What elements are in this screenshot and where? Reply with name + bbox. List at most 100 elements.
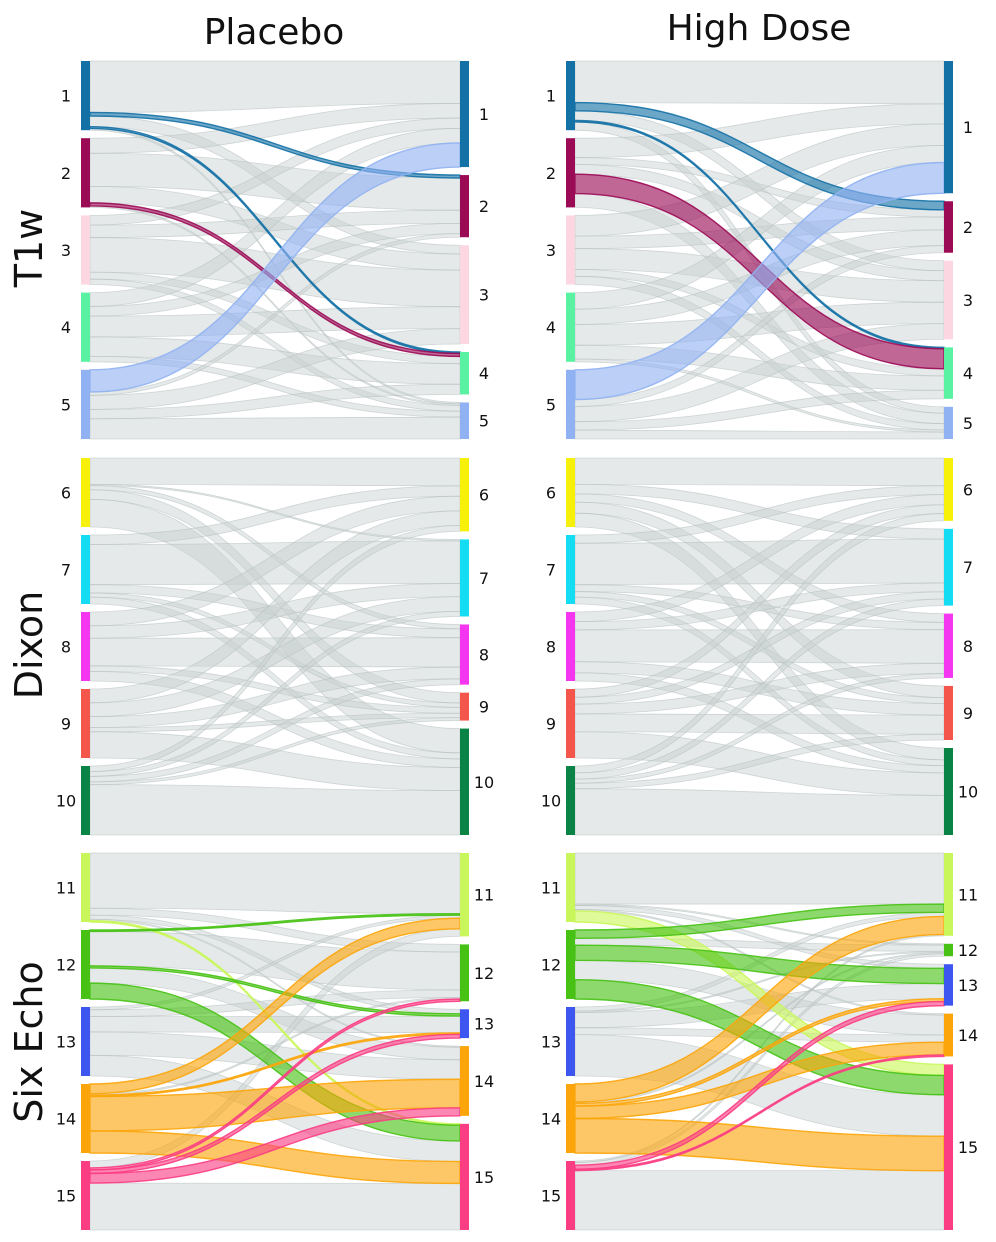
left-node-2 — [81, 138, 90, 208]
left-node-label: 1 — [61, 87, 71, 106]
right-node-label: 4 — [963, 364, 973, 383]
right-node-4 — [460, 351, 469, 395]
right-node-label: 12 — [958, 941, 978, 960]
right-node-6 — [944, 458, 953, 521]
left-node-14 — [566, 1084, 575, 1153]
right-node-8 — [460, 624, 469, 685]
left-node-4 — [81, 292, 90, 362]
right-node-10 — [460, 728, 469, 835]
left-node-4 — [566, 292, 575, 362]
left-node-label: 6 — [61, 484, 71, 503]
right-node-label: 2 — [963, 218, 973, 237]
left-node-label: 1 — [546, 87, 556, 106]
left-node-label: 12 — [56, 956, 76, 975]
right-node-9 — [944, 685, 953, 741]
right-node-label: 14 — [958, 1026, 978, 1045]
right-node-label: 7 — [479, 569, 489, 588]
right-node-label: 8 — [963, 637, 973, 656]
right-node-label: 3 — [963, 291, 973, 310]
left-node-8 — [566, 612, 575, 681]
right-node-label: 10 — [474, 773, 494, 792]
left-node-label: 2 — [546, 164, 556, 183]
left-node-label: 7 — [61, 561, 71, 580]
right-node-11 — [944, 853, 953, 936]
left-node-label: 4 — [546, 318, 556, 337]
right-node-15 — [944, 1064, 953, 1230]
left-node-13 — [566, 1007, 575, 1076]
right-node-label: 3 — [479, 286, 489, 305]
flow-5-to-3 — [89, 328, 461, 410]
right-node-13 — [944, 964, 953, 1006]
left-node-label: 4 — [61, 318, 71, 337]
left-node-label: 10 — [541, 792, 561, 811]
right-node-label: 2 — [479, 197, 489, 216]
right-node-label: 6 — [963, 480, 973, 499]
left-node-2 — [566, 138, 575, 208]
flow-5-to-4 — [89, 383, 461, 420]
right-node-label: 15 — [474, 1168, 494, 1187]
flow-9-to-9 — [574, 713, 945, 735]
left-node-label: 5 — [546, 395, 556, 414]
right-node-9 — [460, 692, 469, 721]
right-node-5 — [944, 406, 953, 439]
right-node-14 — [944, 1013, 953, 1057]
right-node-2 — [944, 201, 953, 253]
flow-15-to-15 — [574, 1170, 945, 1231]
left-node-label: 6 — [546, 484, 556, 503]
left-node-label: 11 — [541, 879, 561, 898]
flow-5-to-4 — [574, 389, 945, 431]
left-node-1 — [566, 61, 575, 131]
left-node-14 — [81, 1084, 90, 1153]
row-title-dixon: Dixon — [7, 591, 51, 699]
flow-highlight-15-to-13 — [89, 1033, 461, 1175]
right-node-label: 1 — [479, 105, 489, 124]
left-node-12 — [81, 930, 90, 999]
left-node-11 — [81, 853, 90, 922]
right-node-label: 4 — [479, 364, 489, 383]
right-node-label: 14 — [474, 1072, 494, 1091]
flow-10-to-10 — [89, 784, 461, 836]
left-node-label: 12 — [541, 956, 561, 975]
right-node-5 — [460, 402, 469, 439]
left-node-label: 15 — [56, 1187, 76, 1206]
left-node-13 — [81, 1007, 90, 1076]
right-node-label: 5 — [963, 414, 973, 433]
left-node-label: 14 — [56, 1110, 76, 1129]
right-node-label: 9 — [963, 704, 973, 723]
right-node-6 — [460, 458, 469, 532]
flow-10-to-10 — [574, 788, 945, 836]
left-node-label: 11 — [56, 879, 76, 898]
flow-highlight-15-to-14 — [89, 1107, 461, 1184]
left-node-label: 9 — [61, 715, 71, 734]
right-node-11 — [460, 853, 469, 937]
left-node-9 — [81, 689, 90, 758]
right-node-1 — [460, 61, 469, 168]
right-node-label: 7 — [963, 558, 973, 577]
left-node-10 — [81, 766, 90, 835]
left-node-11 — [566, 853, 575, 922]
flow-11-to-11 — [574, 852, 945, 905]
right-node-label: 12 — [474, 964, 494, 983]
right-node-4 — [944, 347, 953, 399]
left-node-label: 2 — [61, 164, 71, 183]
right-node-label: 8 — [479, 646, 489, 665]
left-node-3 — [566, 215, 575, 285]
right-node-8 — [944, 613, 953, 678]
right-node-label: 10 — [958, 783, 978, 802]
right-node-12 — [944, 943, 953, 957]
column-title-high-dose: High Dose — [667, 8, 852, 49]
right-node-10 — [944, 748, 953, 835]
left-node-label: 15 — [541, 1187, 561, 1206]
flow-highlight-5-to-1 — [89, 142, 461, 393]
left-node-5 — [81, 369, 90, 439]
left-node-6 — [81, 458, 90, 527]
right-node-label: 1 — [963, 118, 973, 137]
row-title-t1w: T1w — [7, 209, 51, 288]
left-node-label: 5 — [61, 395, 71, 414]
flow-5-to-5 — [574, 429, 945, 440]
